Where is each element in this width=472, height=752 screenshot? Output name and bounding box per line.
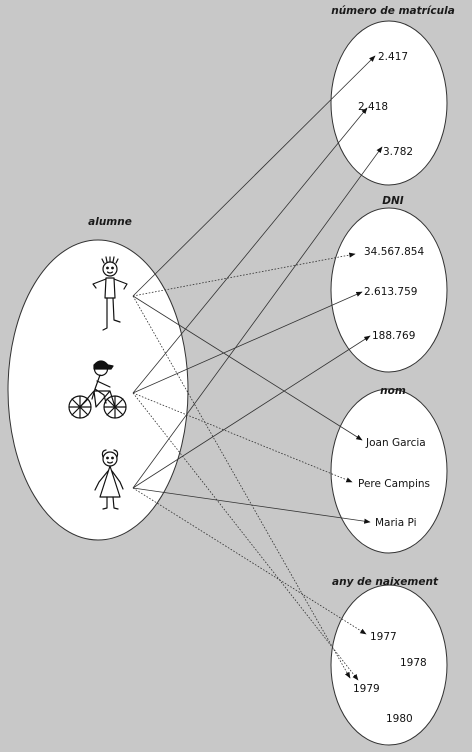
set-nom-ellipse: [330, 388, 448, 554]
set-alumne-ellipse: [7, 239, 189, 541]
link-boy-nom: [132, 295, 363, 441]
value-dni-2: 2.613.759: [364, 286, 417, 298]
girl-icon: [94, 449, 124, 510]
value-matricula-3: 3.782: [383, 146, 413, 158]
value-nom-1: Joan Garcia: [365, 437, 426, 449]
title-naixement: any de naixement: [332, 576, 439, 588]
link-cyclist-matricula: [132, 107, 368, 394]
link-girl-nom: [132, 487, 371, 524]
value-naixement-3: 1979: [353, 683, 380, 695]
value-dni-3: 188.769: [372, 330, 415, 342]
link-boy-matricula: [132, 55, 376, 297]
link-boy-naixement: [132, 295, 351, 679]
link-boy-dni: [132, 252, 356, 297]
title-dni: DNI: [382, 195, 404, 207]
value-naixement-4: 1980: [386, 713, 413, 725]
title-alumne: alumne: [88, 216, 132, 228]
set-matricula-ellipse: [330, 20, 448, 186]
link-cyclist-nom: [132, 392, 353, 483]
title-nom: nom: [380, 385, 406, 397]
boy-icon: [92, 256, 128, 331]
value-nom-2: Pere Campins: [358, 478, 430, 490]
link-girl-naixement: [132, 487, 367, 635]
link-girl-dni: [132, 335, 371, 489]
link-girl-matricula: [132, 146, 383, 489]
value-matricula-2: 2.418: [358, 101, 388, 113]
cyclist-icon: [68, 360, 127, 419]
value-naixement-1: 1977: [370, 631, 397, 643]
link-cyclist-dni: [132, 291, 363, 394]
set-dni-ellipse: [330, 207, 448, 373]
set-naixement-ellipse: [330, 584, 448, 746]
link-cyclist-naixement: [132, 392, 359, 681]
value-naixement-2: 1978: [400, 657, 427, 669]
value-matricula-1: 2.417: [378, 51, 408, 63]
value-dni-1: 34.567.854: [364, 246, 424, 258]
title-matricula: número de matrícula: [331, 5, 455, 17]
value-nom-3: Maria Pi: [375, 517, 417, 529]
